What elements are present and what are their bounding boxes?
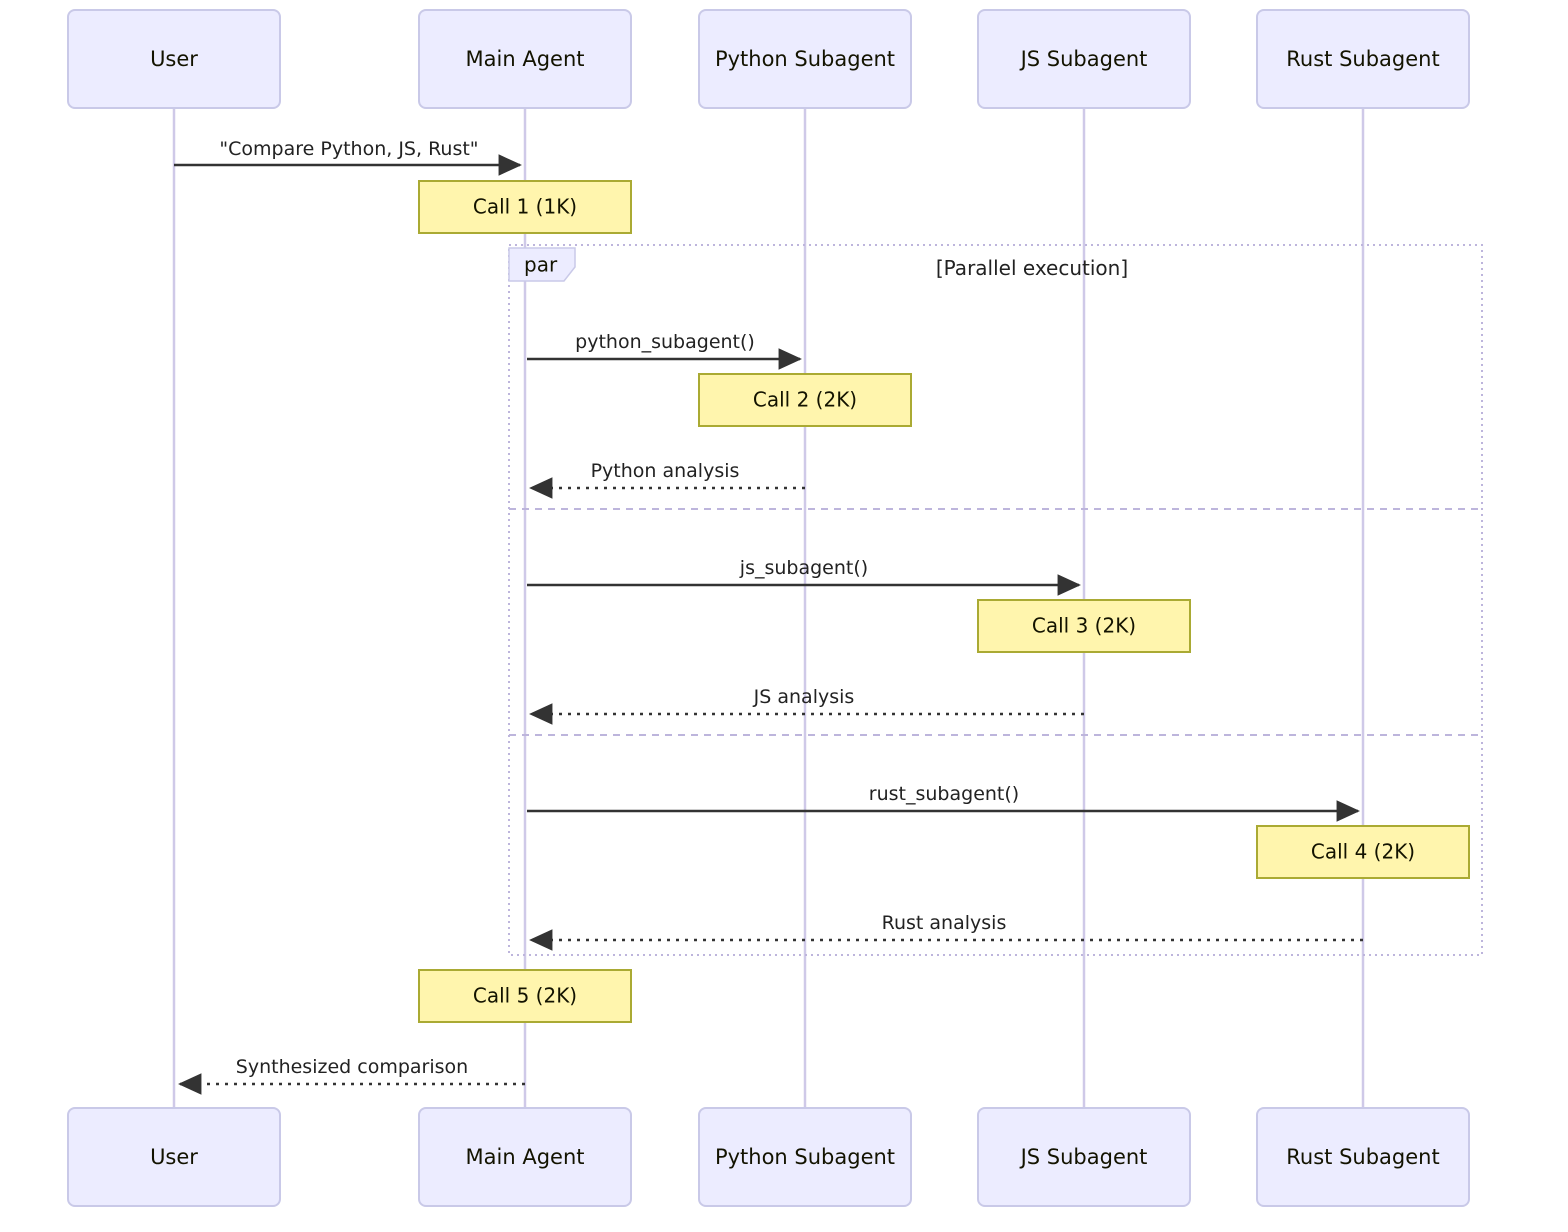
note-label: Call 2 (2K) xyxy=(753,388,857,412)
message-label: JS analysis xyxy=(753,686,855,708)
participant-label: User xyxy=(150,47,198,71)
note-label: Call 1 (1K) xyxy=(473,195,577,219)
participant-box[interactable] xyxy=(698,1107,912,1207)
note-box[interactable] xyxy=(698,373,912,427)
note-label: Call 5 (2K) xyxy=(473,984,577,1008)
participant-box[interactable] xyxy=(418,1107,632,1207)
note-box[interactable] xyxy=(418,969,632,1023)
participant-label: Rust Subagent xyxy=(1286,47,1439,71)
participant-box[interactable] xyxy=(67,1107,281,1207)
participant-label: JS Subagent xyxy=(1019,1145,1148,1169)
note-label: Call 3 (2K) xyxy=(1032,614,1136,638)
participant-rust-subagent-top[interactable]: Rust Subagent xyxy=(1256,9,1470,109)
participant-js-subagent-top[interactable]: JS Subagent xyxy=(977,9,1191,109)
message-python-subagent-call[interactable]: python_subagent() xyxy=(527,331,802,370)
participant-label: Rust Subagent xyxy=(1286,1145,1439,1169)
note-box[interactable] xyxy=(1256,825,1470,879)
message-label: python_subagent() xyxy=(575,331,755,353)
participant-box[interactable] xyxy=(418,9,632,109)
message-synthesized-comparison-return[interactable]: Synthesized comparison xyxy=(178,1056,525,1095)
message-js-subagent-call[interactable]: js_subagent() xyxy=(527,557,1081,596)
message-label: js_subagent() xyxy=(739,557,868,579)
participant-python-subagent-bottom[interactable]: Python Subagent xyxy=(698,1107,912,1207)
par-frame-title: [Parallel execution] xyxy=(936,256,1128,280)
participants-top: User Main Agent Python Subagent JS Subag… xyxy=(67,9,1470,109)
par-frame: par [Parallel execution] xyxy=(508,244,1483,956)
participant-label: Python Subagent xyxy=(715,47,895,71)
messages: "Compare Python, JS, Rust" python_subage… xyxy=(174,138,1363,1095)
notes: Call 1 (1K) Call 2 (2K) Call 3 (2K) Call… xyxy=(418,180,1470,1023)
note-box[interactable] xyxy=(977,599,1191,653)
participant-box[interactable] xyxy=(67,9,281,109)
note-label: Call 4 (2K) xyxy=(1311,840,1415,864)
participant-label: JS Subagent xyxy=(1019,47,1148,71)
par-frame-border xyxy=(508,244,1483,956)
note-call-2[interactable]: Call 2 (2K) xyxy=(698,373,912,427)
participant-main-agent-bottom[interactable]: Main Agent xyxy=(418,1107,632,1207)
participants-bottom: User Main Agent Python Subagent JS Subag… xyxy=(67,1107,1470,1207)
par-frame-tag-label: par xyxy=(524,253,558,277)
participant-box[interactable] xyxy=(1256,9,1470,109)
participant-label: Python Subagent xyxy=(715,1145,895,1169)
message-js-analysis-return[interactable]: JS analysis xyxy=(529,686,1084,725)
note-call-3[interactable]: Call 3 (2K) xyxy=(977,599,1191,653)
message-label: "Compare Python, JS, Rust" xyxy=(219,138,478,160)
par-frame-tag xyxy=(508,247,576,282)
participant-box[interactable] xyxy=(977,9,1191,109)
participant-python-subagent-top[interactable]: Python Subagent xyxy=(698,9,912,109)
message-compare-request[interactable]: "Compare Python, JS, Rust" xyxy=(174,138,522,176)
note-call-5[interactable]: Call 5 (2K) xyxy=(418,969,632,1023)
message-rust-subagent-call[interactable]: rust_subagent() xyxy=(527,783,1360,822)
participant-main-agent-top[interactable]: Main Agent xyxy=(418,9,632,109)
participant-label: Main Agent xyxy=(466,47,585,71)
participant-box[interactable] xyxy=(1256,1107,1470,1207)
participant-rust-subagent-bottom[interactable]: Rust Subagent xyxy=(1256,1107,1470,1207)
message-python-analysis-return[interactable]: Python analysis xyxy=(529,460,805,499)
note-box[interactable] xyxy=(418,180,632,234)
message-label: Python analysis xyxy=(591,460,740,482)
participant-box[interactable] xyxy=(977,1107,1191,1207)
message-label: rust_subagent() xyxy=(869,783,1019,805)
message-label: Synthesized comparison xyxy=(236,1056,468,1078)
participant-js-subagent-bottom[interactable]: JS Subagent xyxy=(977,1107,1191,1207)
participant-user-bottom[interactable]: User xyxy=(67,1107,281,1207)
note-call-4[interactable]: Call 4 (2K) xyxy=(1256,825,1470,879)
participant-label: Main Agent xyxy=(466,1145,585,1169)
message-label: Rust analysis xyxy=(882,912,1007,934)
note-call-1[interactable]: Call 1 (1K) xyxy=(418,180,632,234)
message-rust-analysis-return[interactable]: Rust analysis xyxy=(529,912,1363,951)
participant-label: User xyxy=(150,1145,198,1169)
participant-user-top[interactable]: User xyxy=(67,9,281,109)
participant-box[interactable] xyxy=(698,9,912,109)
